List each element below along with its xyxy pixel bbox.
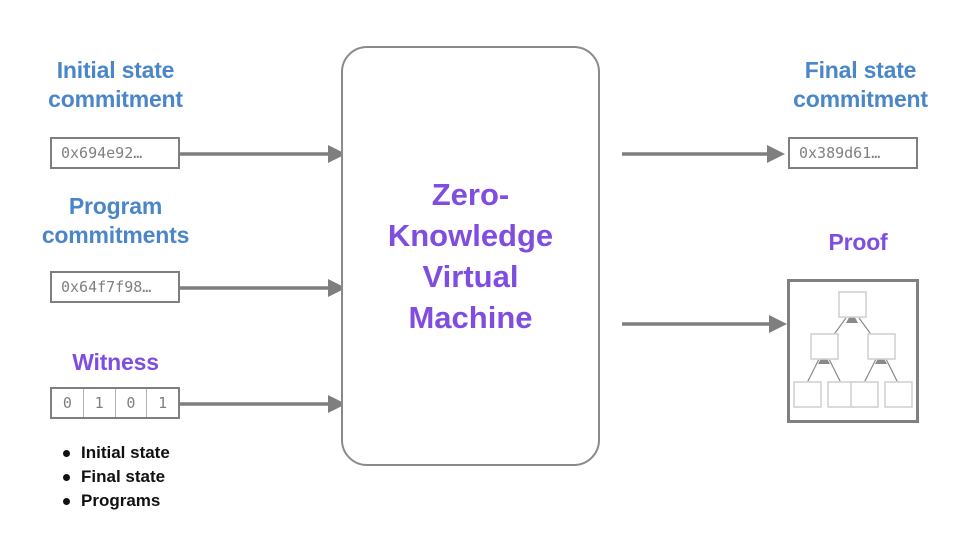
- list-item: Initial state: [63, 441, 301, 465]
- final-state-commitment-label: Final state commitment: [793, 57, 928, 112]
- proof-merkle-tree-box: [787, 279, 919, 423]
- arrow-initial-state-to-zkvm: [180, 145, 346, 163]
- witness-bit-cell: 0: [52, 389, 84, 417]
- witness-bit-cell: 1: [158, 394, 168, 412]
- initial-state-commitment-label: Initial state commitment: [48, 57, 183, 112]
- arrow-zkvm-to-final-state: [622, 145, 785, 163]
- witness-label: Witness: [72, 349, 159, 375]
- witness-bit-cell: 0: [116, 389, 148, 417]
- final-state-commitment-value: 0x389d61…: [788, 137, 918, 169]
- arrow-witness-to-zkvm: [180, 395, 346, 413]
- proof-label: Proof: [828, 229, 888, 255]
- list-item: Programs: [63, 489, 301, 513]
- arrow-program-commitments-to-zkvm: [180, 279, 346, 297]
- zero-knowledge-virtual-machine-box: Zero- Knowledge Virtual Machine: [341, 46, 600, 466]
- program-commitments-label: Program commitments: [41, 193, 190, 248]
- list-item: Final state: [63, 465, 301, 489]
- merkle-tree-icon: [793, 291, 913, 408]
- witness-bit-cell: 1: [84, 389, 116, 417]
- witness-bit-strip: 0 1 0 1: [50, 387, 180, 419]
- initial-state-commitment-value: 0x694e92…: [50, 137, 180, 169]
- zkvm-label: Zero- Knowledge Virtual Machine: [387, 177, 554, 335]
- arrow-zkvm-to-proof: [622, 315, 787, 333]
- witness-notes-list: Initial state Final state Programs: [55, 441, 301, 513]
- program-commitments-value: 0x64f7f98…: [50, 271, 180, 303]
